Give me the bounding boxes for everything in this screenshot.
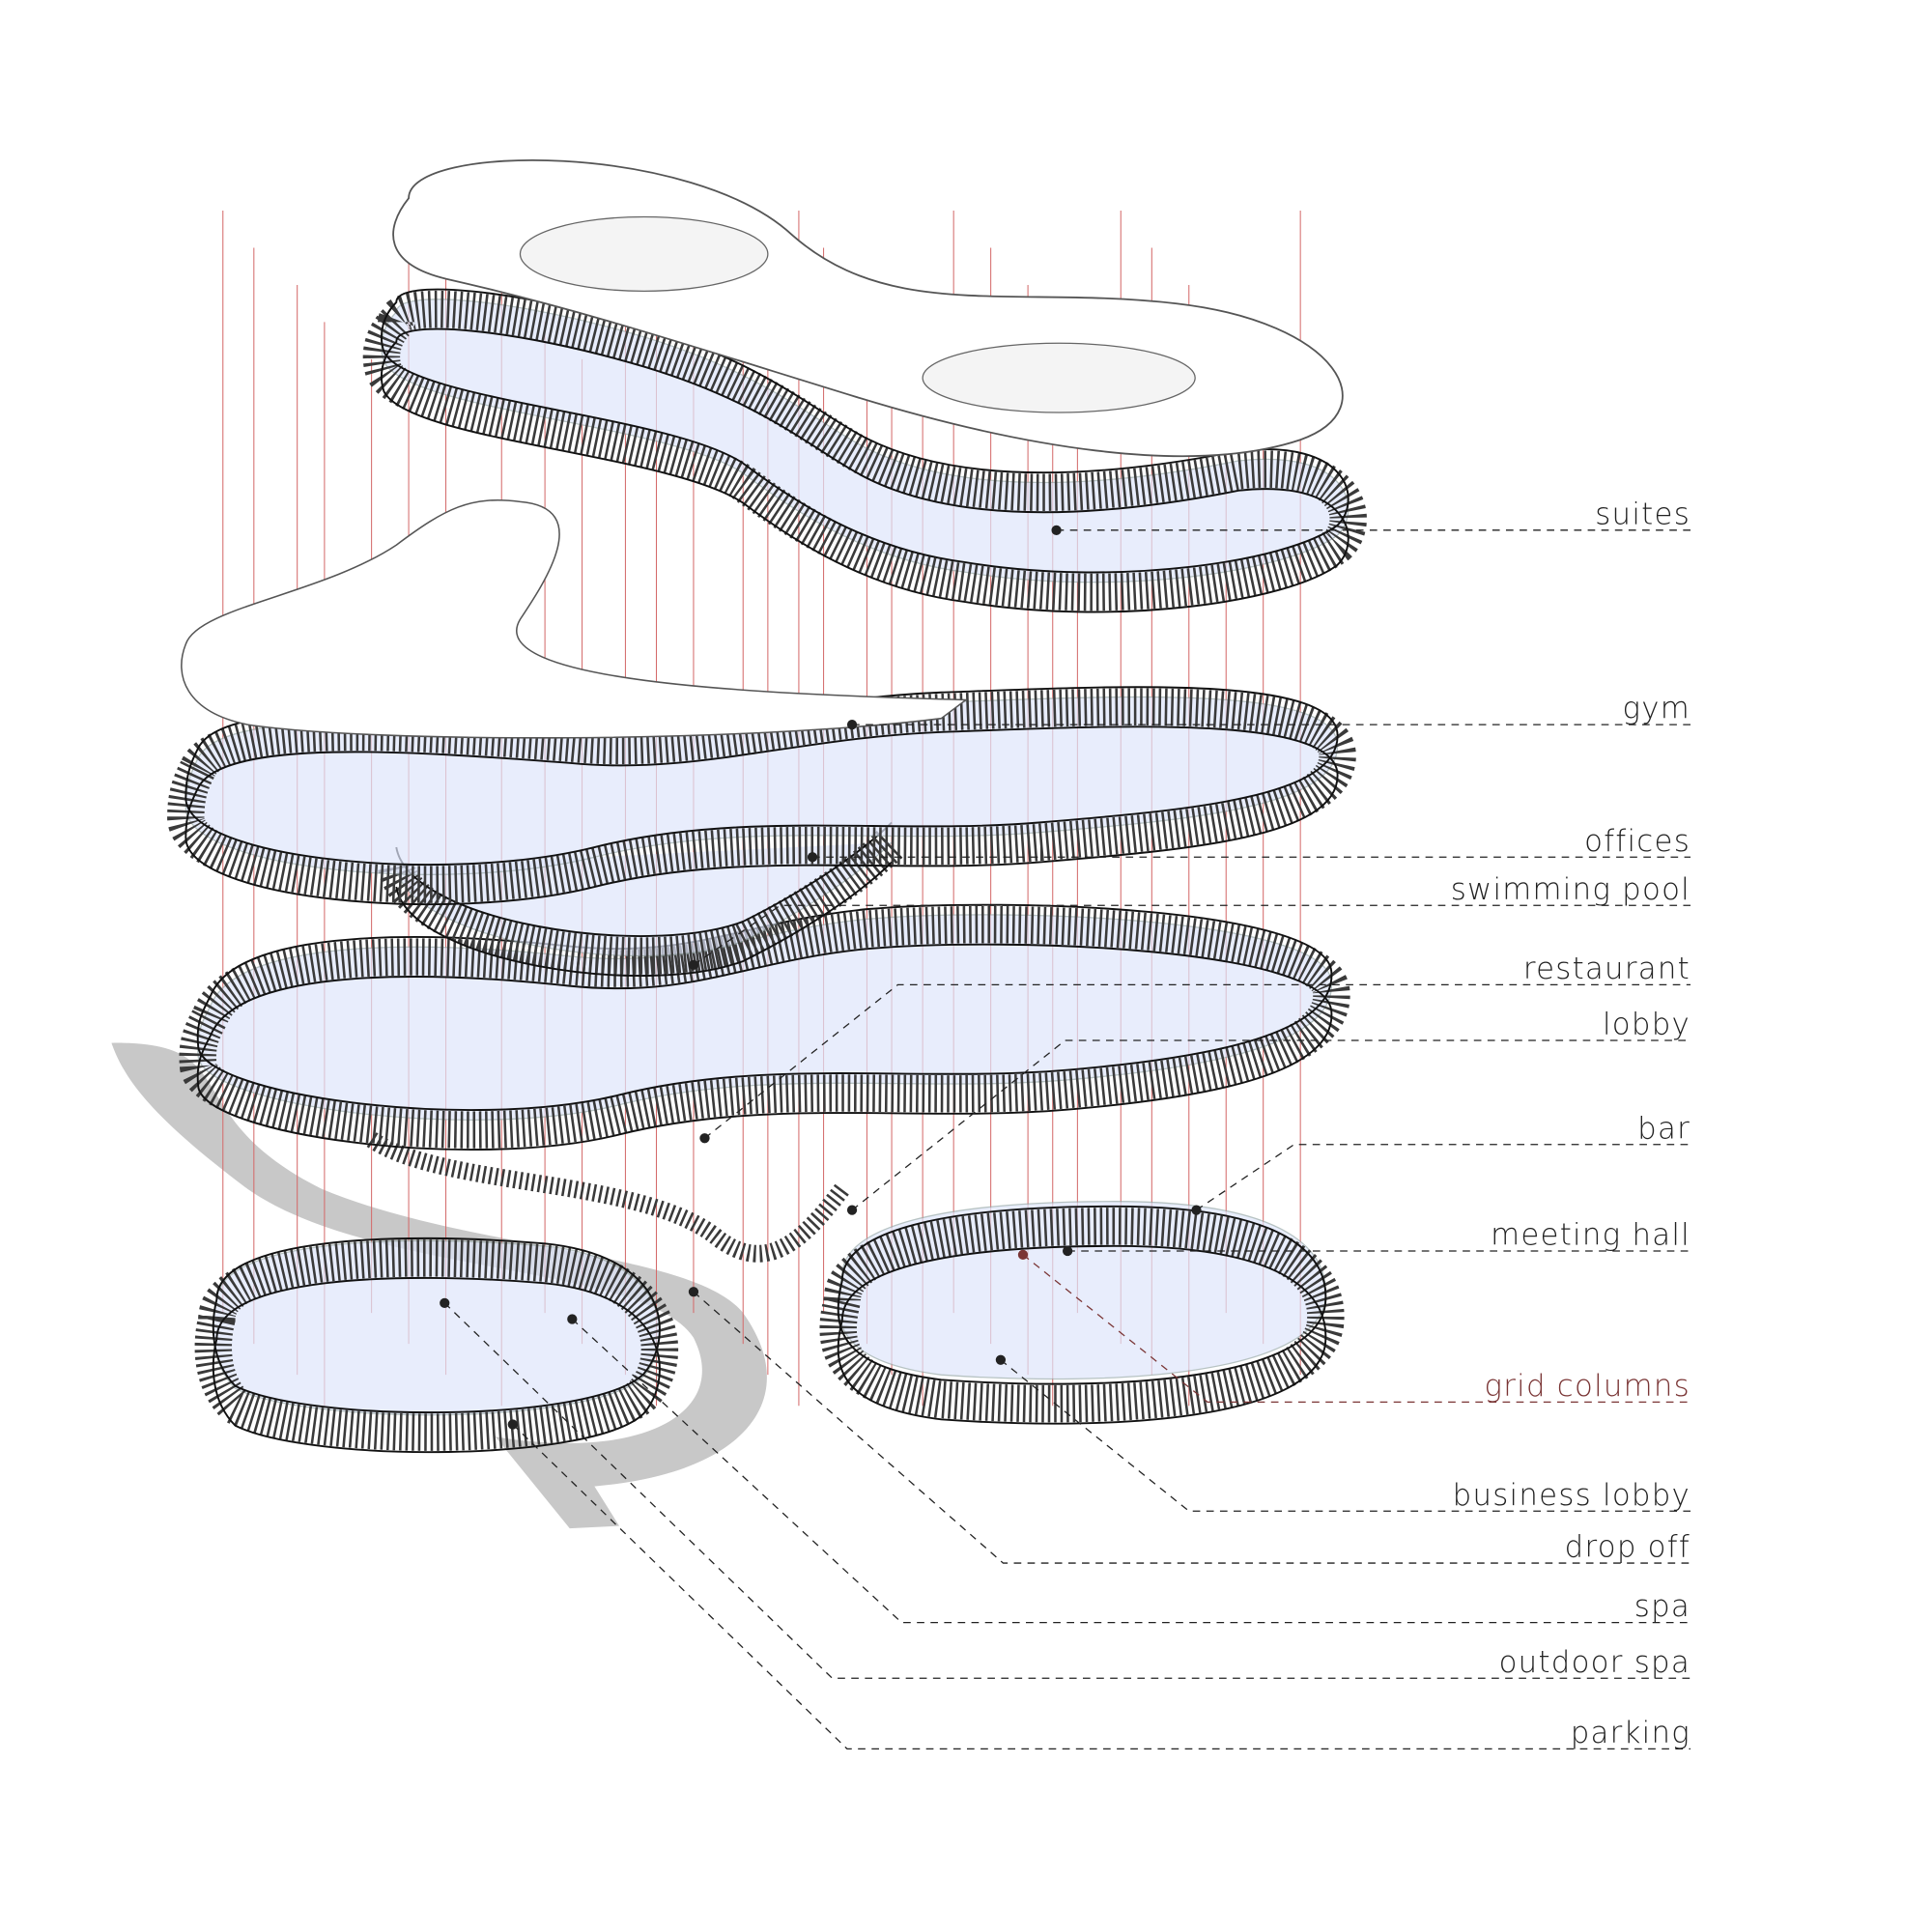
roof-void — [922, 342, 1196, 413]
suites-level-facade-fins — [362, 290, 1367, 611]
label-text: spa — [1634, 1589, 1690, 1624]
leader-dot — [688, 959, 699, 970]
leader-dot — [995, 1354, 1007, 1365]
leader-dot — [688, 1287, 699, 1297]
gym-roof-slab — [181, 498, 969, 739]
building-drawing — [111, 158, 1367, 1529]
label-text: outdoor spa — [1499, 1645, 1690, 1680]
label-drop-off: drop off — [688, 1287, 1691, 1565]
ground-left-ring-facade-fins — [194, 1239, 679, 1451]
connector-ramp — [366, 1131, 849, 1263]
leader-line — [443, 1302, 1691, 1679]
label-meeting-hall: meeting hall — [1063, 1218, 1691, 1257]
suites-level-facade-edge — [380, 327, 1350, 613]
label-text: offices — [1584, 824, 1690, 859]
gym-offices-level-facade-edge — [185, 725, 1339, 906]
leader-dot — [1191, 1205, 1202, 1215]
label-text: parking — [1571, 1716, 1690, 1750]
label-text: meeting hall — [1491, 1218, 1690, 1253]
leader-dot — [846, 1205, 858, 1215]
restaurant-lobby-level-facade-edge — [196, 943, 1333, 1151]
leader-dot — [567, 1314, 578, 1324]
ground-right-ring-facade-edge — [837, 1244, 1327, 1425]
restaurant-lobby-level-facade-fins — [179, 905, 1350, 1149]
label-text: lobby — [1603, 1008, 1690, 1042]
leader-line — [1196, 1144, 1691, 1211]
suites-level — [362, 288, 1367, 613]
restaurant-lobby-level — [179, 903, 1350, 1151]
leader-dot — [507, 1419, 518, 1430]
label-business-lobby: business lobby — [995, 1354, 1691, 1513]
ground-left-ring — [194, 1237, 679, 1454]
leader-line — [704, 983, 1691, 1139]
leader-lines: suites gym offices swimming pool restaurant l… — [440, 497, 1691, 1750]
swimming-pool-shell-facade-fins — [378, 829, 905, 975]
label-text: grid columns — [1484, 1369, 1690, 1404]
leader-dot — [1017, 1249, 1029, 1260]
label-offices: offices — [807, 824, 1691, 863]
leader-dot — [807, 852, 818, 863]
ground-right-ring-facade-top — [837, 1205, 1327, 1385]
swimming-pool-shell — [378, 821, 905, 977]
label-suites: suites — [1051, 497, 1691, 535]
leader-dot — [699, 1133, 710, 1144]
drop-off-road — [111, 1042, 767, 1529]
label-bar: bar — [1191, 1111, 1691, 1215]
label-text: suites — [1595, 497, 1690, 531]
label-grid-columns: grid columns — [1017, 1249, 1691, 1404]
leader-line — [693, 904, 1691, 966]
label-text: business lobby — [1453, 1478, 1690, 1513]
leader-line — [512, 1424, 1691, 1750]
suites-level-facade-top — [380, 288, 1350, 574]
label-text: swimming pool — [1451, 872, 1690, 907]
label-parking: parking — [507, 1419, 1691, 1750]
label-text: bar — [1637, 1111, 1690, 1146]
label-text: restaurant — [1523, 952, 1690, 986]
swimming-pool-shell-facade-top — [395, 821, 893, 937]
leader-dot — [440, 1297, 450, 1308]
leader-dot — [1051, 525, 1062, 535]
label-lobby: lobby — [846, 1008, 1691, 1215]
label-text: drop off — [1565, 1530, 1690, 1565]
leader-dot — [846, 719, 858, 730]
label-text: gym — [1623, 692, 1690, 726]
leader-line — [571, 1319, 1691, 1624]
label-spa: spa — [567, 1314, 1691, 1624]
label-outdoor-spa: outdoor spa — [440, 1297, 1691, 1680]
ground-left-ring-facade-edge — [212, 1276, 661, 1454]
roof-void — [519, 215, 769, 293]
leader-line — [693, 1291, 1691, 1564]
swimming-pool-shell-facade-edge — [395, 861, 893, 977]
leader-line — [1022, 1254, 1691, 1404]
label-swimming-pool: swimming pool — [688, 872, 1691, 970]
restaurant-lobby-level-glass — [197, 914, 1332, 1121]
label-gym: gym — [846, 692, 1691, 730]
leader-line — [1000, 1359, 1691, 1512]
ground-left-ring-facade-top — [212, 1237, 661, 1414]
label-restaurant: restaurant — [699, 952, 1691, 1144]
ground-right-ring — [819, 1201, 1345, 1425]
leader-dot — [1063, 1245, 1073, 1257]
